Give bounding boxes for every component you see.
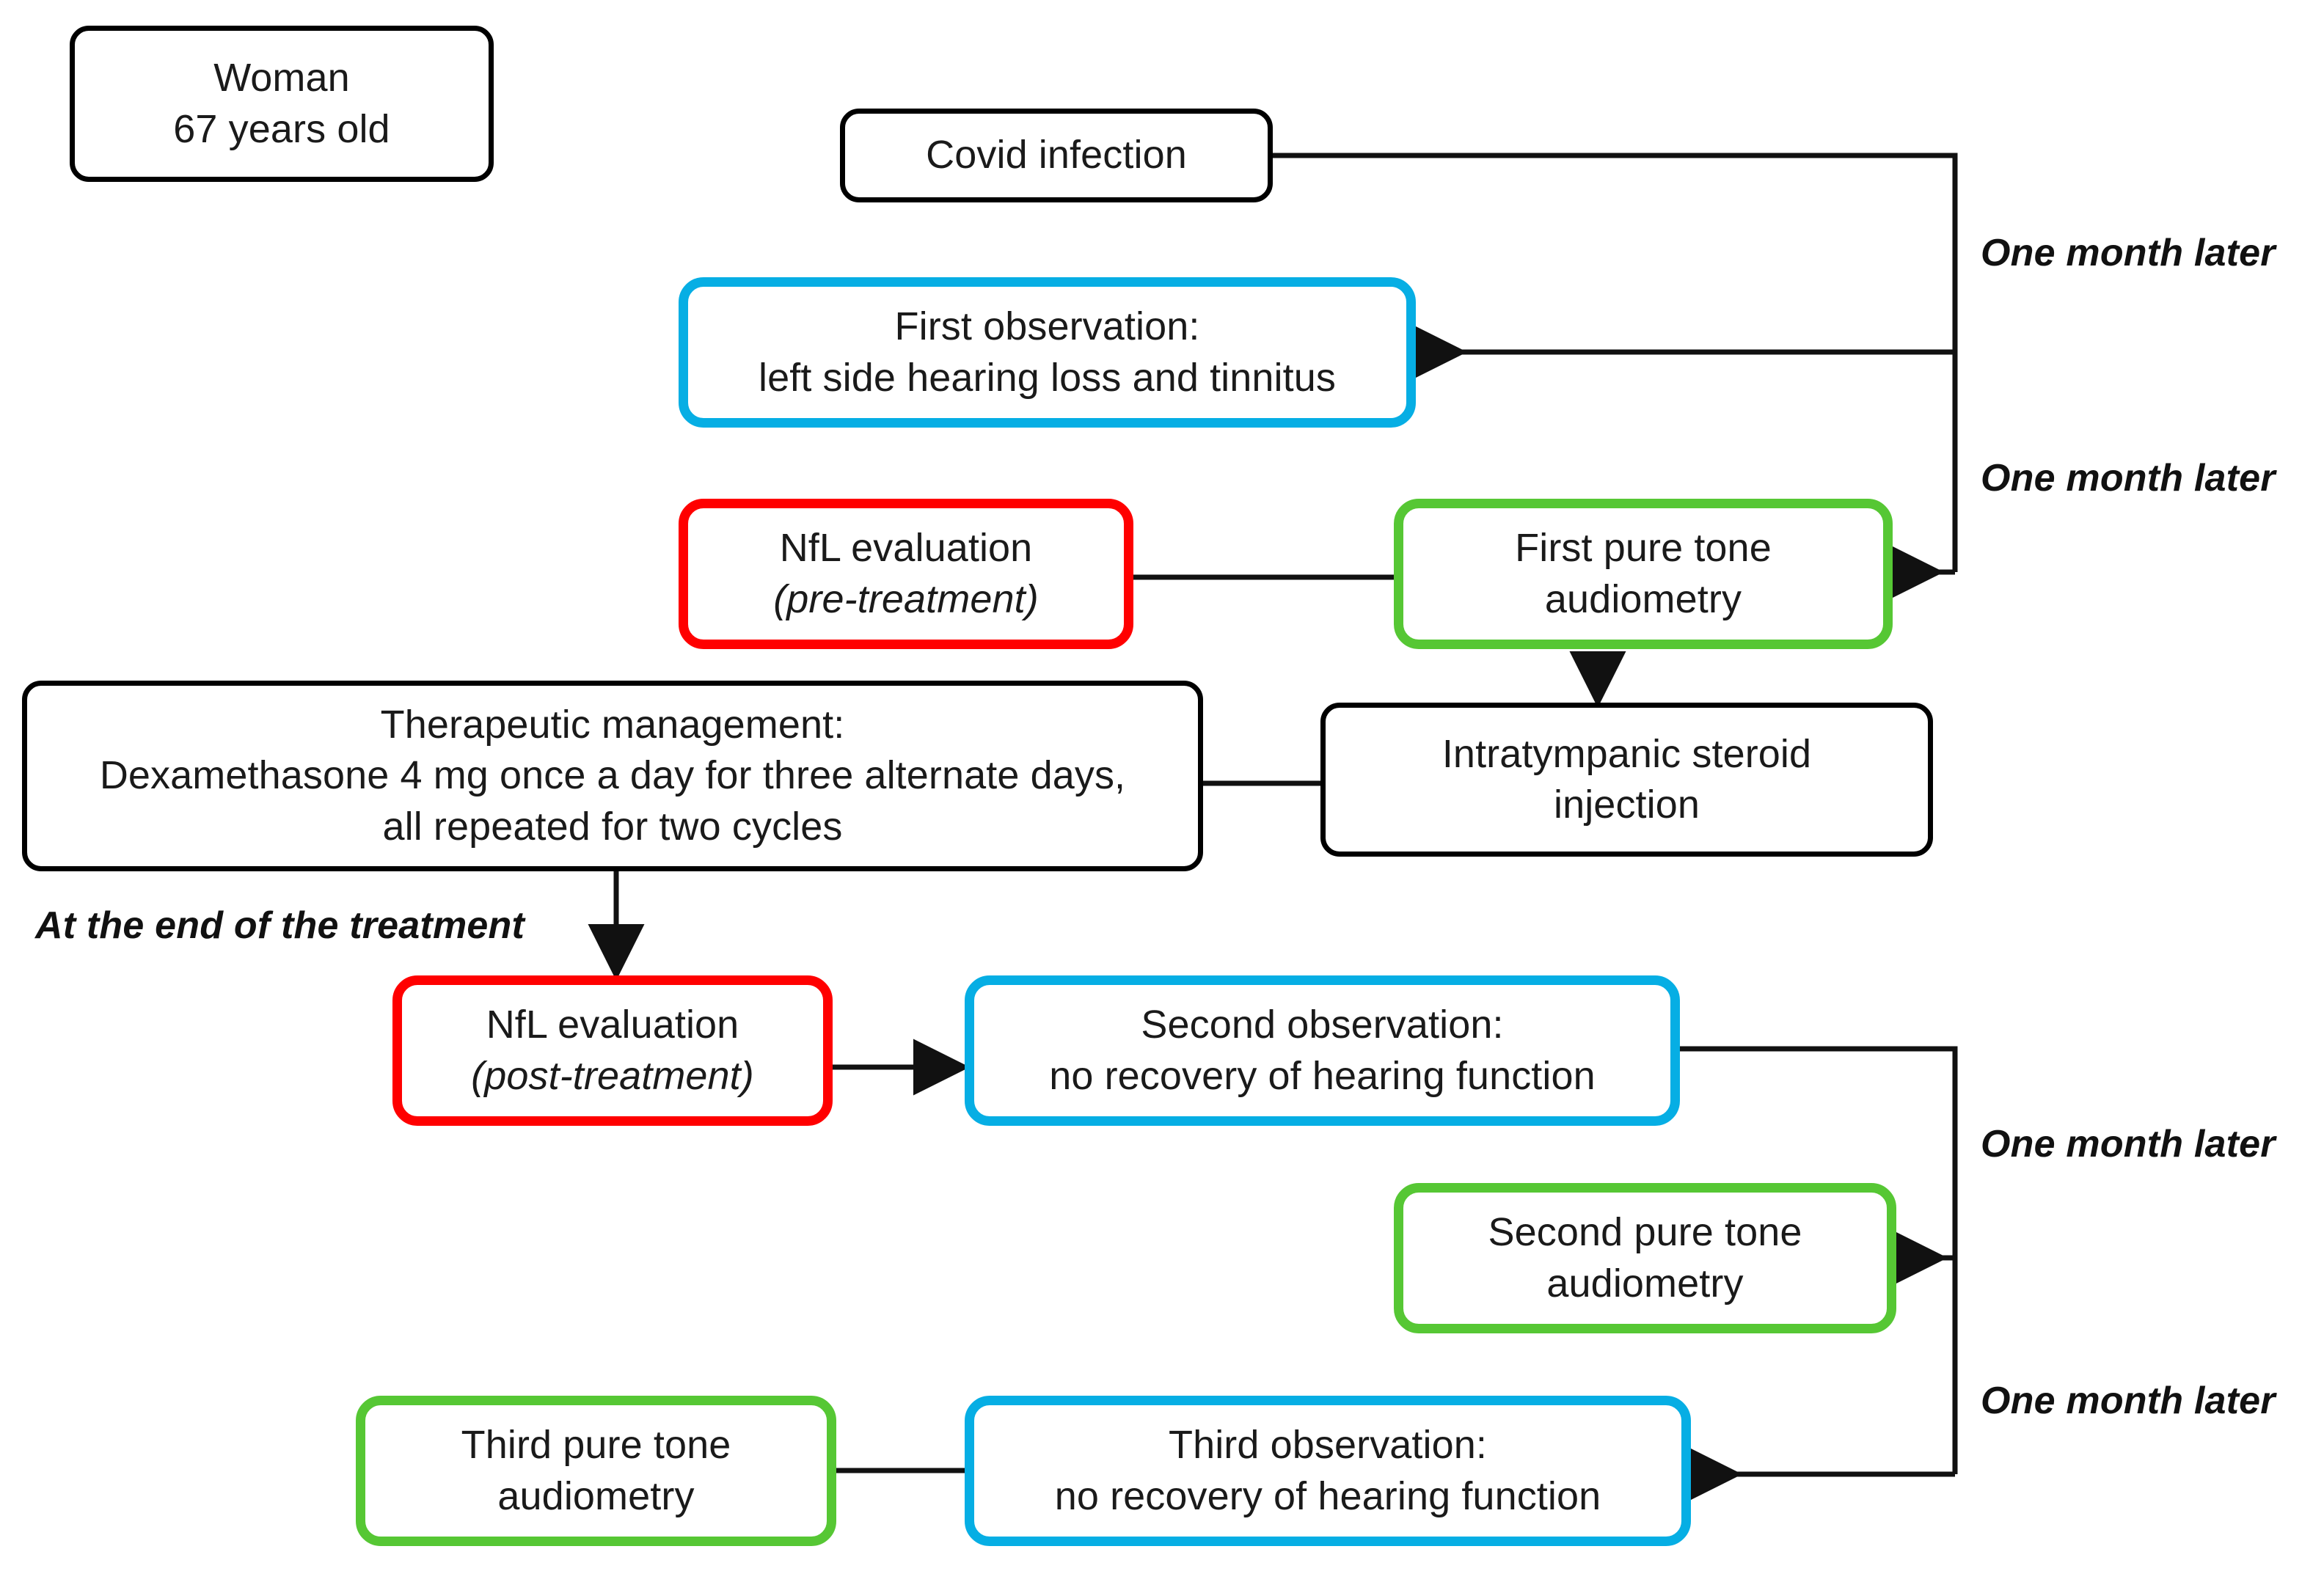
caption-one-month-later-2: One month later xyxy=(1981,457,2276,499)
node-nfl-evaluation-post-line-2: (post-treatment) xyxy=(471,1053,754,1098)
node-covid-infection-label: Covid infection xyxy=(926,133,1187,177)
caption-one-month-later-1: One month later xyxy=(1981,232,2276,274)
node-second-observation-line-2: no recovery of hearing function xyxy=(1049,1053,1596,1098)
caption-one-month-later-3: One month later xyxy=(1981,1123,2276,1165)
node-patient-line-1: Woman xyxy=(213,56,350,100)
node-third-pure-tone-audiometry-line-2: audiometry xyxy=(497,1473,695,1518)
node-first-pure-tone-audiometry-line-1: First pure tone xyxy=(1515,526,1772,571)
node-therapeutic-management-line-2: Dexamethasone 4 mg once a day for three … xyxy=(99,753,1126,798)
node-second-pure-tone-audiometry-line-2: audiometry xyxy=(1546,1261,1744,1305)
node-first-pure-tone-audiometry[interactable]: First pure tone audiometry xyxy=(1394,499,1893,649)
caption-one-month-later-4: One month later xyxy=(1981,1380,2276,1422)
node-patient[interactable]: Woman 67 years old xyxy=(70,26,494,182)
node-first-pure-tone-audiometry-line-2: audiometry xyxy=(1544,576,1742,621)
node-second-observation-line-1: Second observation: xyxy=(1141,1003,1504,1047)
node-therapeutic-management-line-1: Therapeutic management: xyxy=(380,703,845,747)
node-second-pure-tone-audiometry-line-1: Second pure tone xyxy=(1488,1210,1802,1255)
edge-covid-trunk xyxy=(1273,153,1958,572)
node-third-observation-line-2: no recovery of hearing function xyxy=(1054,1473,1601,1518)
node-nfl-evaluation-pre-line-1: NfL evaluation xyxy=(779,526,1033,571)
node-nfl-evaluation-pre[interactable]: NfL evaluation (pre-treatment) xyxy=(679,499,1133,649)
caption-at-the-end-of-the-treatment: At the end of the treatment xyxy=(35,904,525,947)
node-patient-line-2: 67 years old xyxy=(173,106,390,151)
node-intratympanic-steroid-injection-line-1: Intratympanic steroid xyxy=(1441,731,1812,776)
node-first-observation-line-1: First observation: xyxy=(894,304,1200,349)
node-intratympanic-steroid-injection-line-2: injection xyxy=(1553,783,1700,827)
node-therapeutic-management-line-3: all repeated for two cycles xyxy=(382,804,843,849)
node-second-pure-tone-audiometry[interactable]: Second pure tone audiometry xyxy=(1394,1183,1896,1333)
node-intratympanic-steroid-injection[interactable]: Intratympanic steroid injection xyxy=(1320,703,1933,857)
node-nfl-evaluation-post-line-1: NfL evaluation xyxy=(486,1003,739,1047)
node-nfl-evaluation-post[interactable]: NfL evaluation (post-treatment) xyxy=(392,975,833,1126)
node-third-observation-line-1: Third observation: xyxy=(1168,1423,1487,1468)
node-second-observation[interactable]: Second observation: no recovery of heari… xyxy=(965,975,1680,1126)
node-third-pure-tone-audiometry[interactable]: Third pure tone audiometry xyxy=(356,1396,836,1546)
node-therapeutic-management[interactable]: Therapeutic management: Dexamethasone 4 … xyxy=(22,681,1203,871)
edge-second-observation-trunk xyxy=(1680,1046,1958,1474)
node-nfl-evaluation-pre-line-2: (pre-treatment) xyxy=(773,576,1039,621)
node-first-observation-line-2: left side hearing loss and tinnitus xyxy=(759,355,1336,400)
node-first-observation[interactable]: First observation: left side hearing los… xyxy=(679,277,1416,428)
node-covid-infection[interactable]: Covid infection xyxy=(840,109,1273,202)
node-third-observation[interactable]: Third observation: no recovery of hearin… xyxy=(965,1396,1691,1546)
node-third-pure-tone-audiometry-line-1: Third pure tone xyxy=(461,1423,731,1468)
